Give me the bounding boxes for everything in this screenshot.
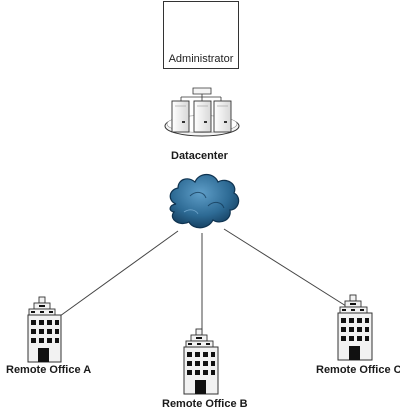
administrator-node: Administrator — [163, 1, 239, 69]
office-b-label: Remote Office B — [162, 398, 248, 410]
connection-lines — [59, 228, 347, 334]
datacenter-icon — [164, 87, 240, 137]
office-a-label: Remote Office A — [6, 364, 92, 376]
administrator-label: Administrator — [168, 53, 234, 65]
office-c-building-icon — [337, 294, 373, 361]
office-c-label: Remote Office C — [316, 364, 400, 376]
cloud-icon — [169, 173, 240, 229]
office-b-building-icon — [183, 328, 219, 395]
office-a-building-icon — [27, 296, 62, 363]
link-cloud-office-a — [59, 230, 179, 317]
link-cloud-office-c — [223, 228, 347, 307]
datacenter-label: Datacenter — [171, 150, 228, 162]
